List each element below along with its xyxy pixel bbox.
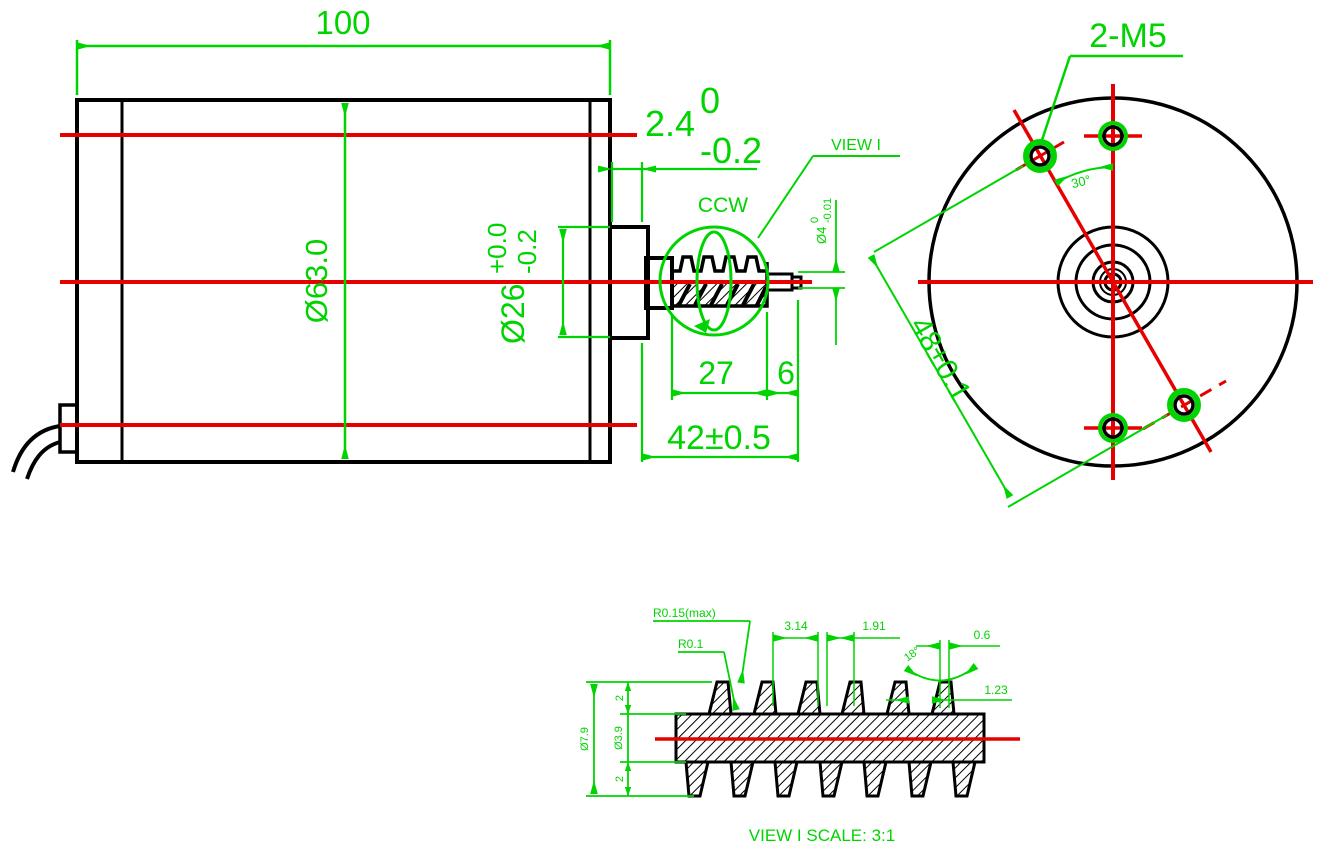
cable-grommet [58,403,79,454]
boss-tol-plus-text: +0.0 [482,223,512,274]
dim-tip-length-text: 6 [777,355,795,391]
view-ref-label: VIEW I [831,137,881,154]
m5-hole-ring-lr [1167,388,1201,422]
dim-body-diameter-text: Ø63.0 [299,239,334,323]
angle-dimension: 30° [1054,163,1114,191]
shoulder-tol-minus-text: -0.2 [700,130,762,171]
view-i-callout: CCW VIEW I [658,137,900,337]
m5-hole-ul [1029,145,1051,167]
radius-root-text: R0.1 [678,637,704,651]
holes-label-text: 2-M5 [1089,17,1166,55]
dim-body-diameter: Ø63.0 [299,103,349,459]
dim-tooth-depth-bottom-text: 2 [614,776,626,782]
lr-hole-tick [1142,379,1227,431]
dim-shaft-diameter: Ø4 0 -0.01 [798,198,845,345]
m5-hole-ring-ul [1023,139,1057,173]
lead-wire-1 [11,424,61,473]
top-hole [1102,125,1124,147]
side-view-dimensions: 100 Ø63.0 Ø26 +0.0 -0.2 2.4 0 [75,4,900,462]
worm-lower-teeth [684,760,977,798]
bottom-hole-ring [1098,413,1128,443]
radius-callouts: R0.15(max) R0.1 [653,606,751,711]
dim-body-length-text: 100 [315,4,370,41]
rotation-ellipse [695,230,733,332]
holes-callout: 2-M5 [1040,17,1183,141]
detail-view-circle [658,225,770,337]
dim-shaft-length: 42±0.5 [640,343,798,462]
shaft-tol-minus-text: -0.01 [822,198,834,223]
lead-wire-2 [25,440,61,480]
dim-root-diameter: 2 Ø3.9 2 [613,682,686,796]
face-view-dimensions: 2-M5 30° 48±0.1 [867,17,1183,508]
worm-upper-teeth [707,680,956,716]
radius-max-text: R0.15(max) [653,606,716,620]
dim-worm-length: 27 6 [670,300,800,462]
rotation-arrow [694,319,710,333]
dim-shaft-diameter-text: Ø4 [814,227,829,244]
dim-root-gap-text: 1.23 [984,683,1008,697]
face-view-holes [1023,121,1201,443]
dim-outer-diameter-text: Ø7.9 [579,727,591,751]
dim-worm-length-text: 27 [698,355,734,391]
dim-body-length: 100 [75,4,612,95]
dim-shoulder: 2.4 0 -0.2 [598,80,762,222]
dim-root-gap: 1.23 [886,683,1012,704]
shoulder-tol-plus-text: 0 [700,80,720,121]
detail-view-dimensions: Ø7.9 2 Ø3.9 2 R0.15(max) R0.1 [579,606,1012,845]
dim-hole-spacing-text: 48±0.1 [903,311,977,407]
dim-shoulder-text: 2.4 [645,103,695,144]
shaft-tol-plus-text: 0 [809,217,821,223]
dim-root-spacing-text: 1.91 [862,619,886,633]
rotation-label: CCW [698,194,748,217]
dim-crest-width-text: 0.6 [974,628,991,642]
detail-caption: VIEW I SCALE: 3:1 [749,826,895,845]
dim-root-spacing: 1.91 [826,619,900,706]
m5-hole-lr [1173,394,1195,416]
top-hole-ring [1098,121,1128,151]
ul-hole-tick [1015,140,1065,172]
dim-shaft-length-text: 42±0.5 [667,419,771,457]
dim-root-diameter-text: Ø3.9 [613,726,625,750]
angle-flank-text: 18° [902,645,923,664]
dim-boss-diameter-text: Ø26 [495,284,531,344]
angle-label-text: 30° [1070,172,1093,191]
dim-pitch-text: 3.14 [784,619,808,633]
dim-outer-diameter: Ø7.9 [579,681,712,797]
dim-boss-diameter: Ø26 +0.0 -0.2 [482,223,610,344]
bottom-hole [1102,417,1124,439]
boss-tol-minus-text: -0.2 [512,229,542,274]
dim-pitch: 3.14 [772,619,819,706]
dim-tooth-depth-top-text: 2 [614,695,626,701]
